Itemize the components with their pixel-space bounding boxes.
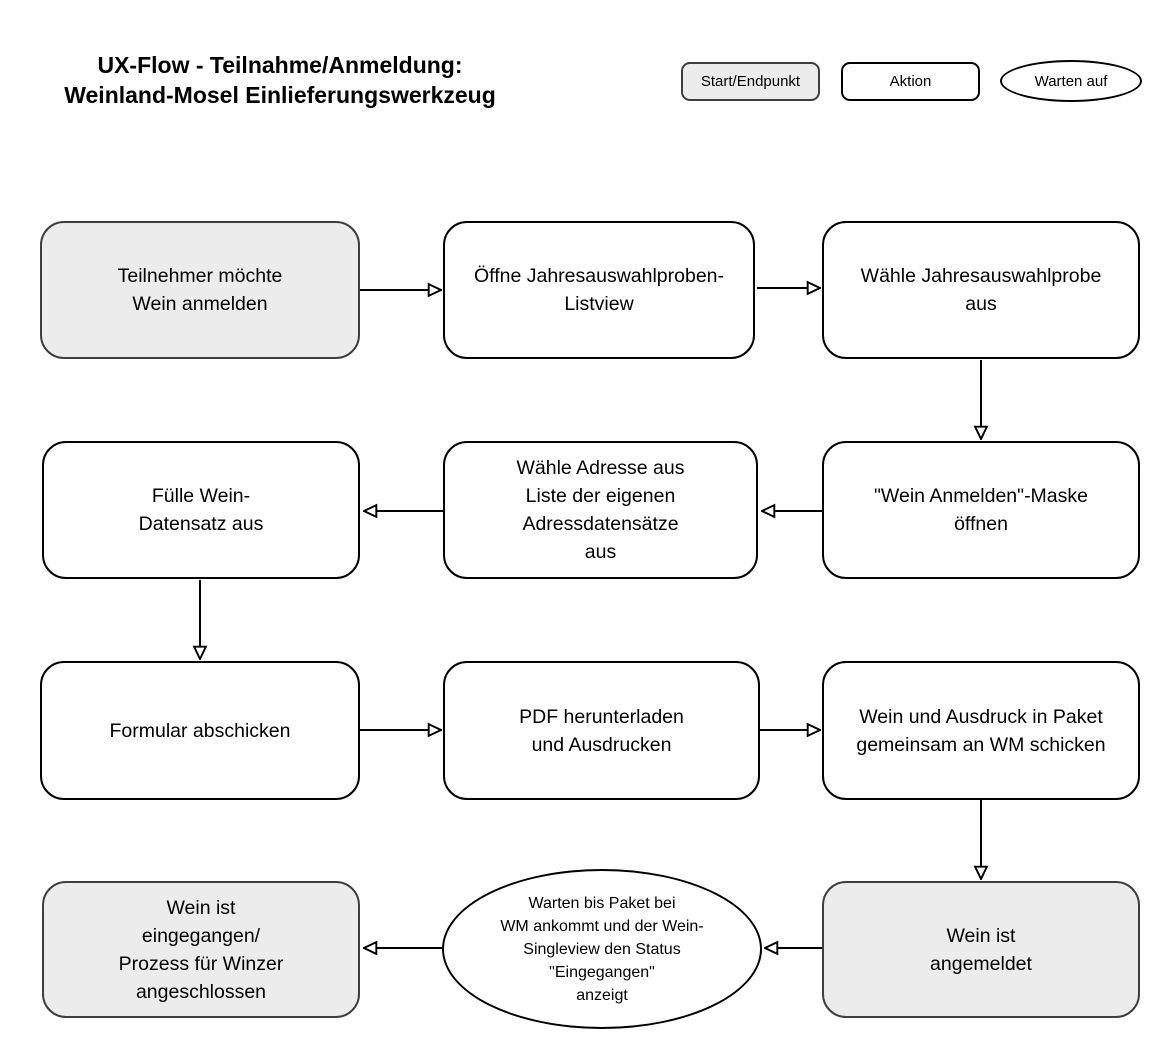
node-open-listview: Öffne Jahresauswahlproben- Listview bbox=[443, 221, 755, 359]
node-fill-wine-record: Fülle Wein- Datensatz aus bbox=[42, 441, 360, 579]
legend-start-endpoint: Start/Endpunkt bbox=[681, 62, 820, 101]
node-start: Teilnehmer möchte Wein anmelden bbox=[40, 221, 360, 359]
node-download-pdf: PDF herunterladen und Ausdrucken bbox=[443, 661, 760, 800]
node-send-package: Wein und Ausdruck in Paket gemeinsam an … bbox=[822, 661, 1140, 800]
legend-action: Aktion bbox=[841, 62, 980, 101]
node-wine-registered: Wein ist angemeldet bbox=[822, 881, 1140, 1018]
node-open-mask: "Wein Anmelden"-Maske öffnen bbox=[822, 441, 1140, 579]
node-wine-received: Wein ist eingegangen/ Prozess für Winzer… bbox=[42, 881, 360, 1018]
page-title: UX-Flow - Teilnahme/Anmeldung: Weinland-… bbox=[64, 52, 496, 108]
node-select-address: Wähle Adresse aus Liste der eigenen Adre… bbox=[443, 441, 758, 579]
legend-action-label: Aktion bbox=[889, 73, 932, 90]
node-wait-arrival: Warten bis Paket bei WM ankommt und der … bbox=[442, 869, 762, 1029]
legend-start-endpoint-label: Start/Endpunkt bbox=[700, 73, 801, 90]
node-submit-form: Formular abschicken bbox=[40, 661, 360, 800]
legend-wait-label: Warten auf bbox=[1034, 72, 1108, 90]
legend-wait: Warten auf bbox=[1000, 60, 1142, 102]
node-select-sample: Wähle Jahresauswahlprobe aus bbox=[822, 221, 1140, 359]
